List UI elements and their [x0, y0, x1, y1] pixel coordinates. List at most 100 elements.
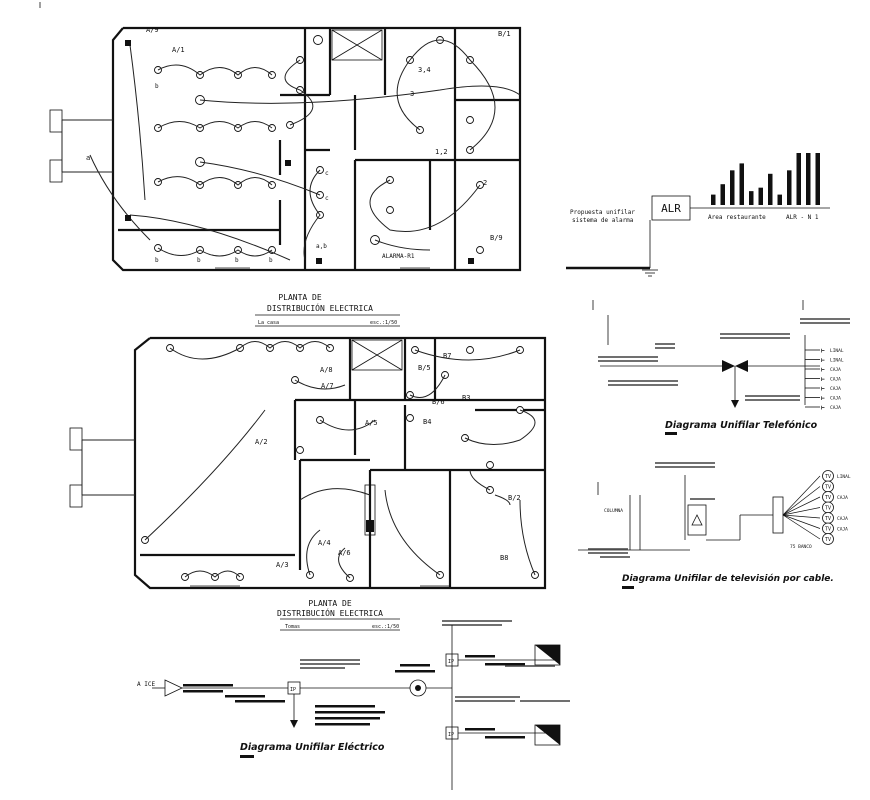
alarm-bar	[730, 170, 735, 205]
tv-outlet-side-label: CAJA	[837, 495, 848, 501]
tel-outlet-label: CAJA	[830, 377, 841, 383]
tv-outlet-wire	[782, 496, 821, 516]
tel-outlet-label: CAJA	[830, 405, 841, 411]
panel-label-3: IP	[448, 732, 454, 738]
tel-outlet-icon: ⊢	[821, 395, 825, 402]
label-c-2: c	[325, 195, 329, 202]
tv-outlet-side-label: LINAL	[837, 474, 851, 480]
label-c-1: c	[325, 170, 329, 177]
alarm-bars	[711, 153, 820, 205]
tv-outlet-wire	[782, 514, 821, 529]
tel-outlet-icon: ⊢	[821, 348, 825, 355]
plan-bottom-title: PLANTA DE	[308, 599, 352, 608]
label-2: 2	[483, 179, 487, 187]
label-b-3: b	[197, 257, 201, 264]
tel-outlet-icon: ⊢	[821, 376, 825, 383]
label-b5: B/5	[418, 364, 431, 372]
television-title: Diagrama Unifilar de televisión por cabl…	[622, 573, 834, 584]
ceiling-lights	[154, 35, 484, 254]
plan-top: A/9 A/1 B/1 3,4 3 1,2 2 B/9 a b b b b b …	[49, 26, 522, 327]
telefono-title: Diagrama Unifilar Telefónico	[665, 420, 818, 431]
panel-label-1: IP	[290, 687, 296, 693]
tv-outlet-icon	[822, 533, 834, 545]
plan-top-scale: esc.:1/50	[370, 320, 397, 326]
label-b-2: b	[155, 257, 159, 264]
tv-outlet-side-label: CAJA	[837, 516, 848, 522]
tv-outlet-wire	[782, 514, 821, 540]
tv-outlet-side-label: CAJA	[837, 527, 848, 533]
label-a1: A/1	[172, 46, 185, 54]
tv-outlet-wire	[782, 475, 821, 516]
tel-outlet-icon: ⊢	[821, 357, 825, 364]
alarm-bar	[711, 194, 716, 205]
alarm-bar	[749, 191, 754, 205]
tel-outlet-label: CAJA	[830, 386, 841, 392]
label-a3: A/3	[276, 561, 289, 569]
label-a6: A/6	[338, 549, 351, 557]
alarm-bar	[720, 184, 725, 205]
tv-outlets: TV LINAL TV TV CAJA TV TV CAJA TV CAJA TV	[782, 470, 851, 545]
plan-top-title: PLANTA DE	[278, 293, 322, 302]
alarm-bar	[758, 187, 763, 205]
tel-outlet-icon: ⊢	[821, 386, 825, 393]
label-b-4: b	[235, 257, 239, 264]
label-a7: A/7	[321, 382, 334, 390]
tv-outlet-label: TV	[825, 474, 831, 480]
tv-outlet-label: TV	[825, 506, 831, 512]
tel-outlet-label: LINAL	[830, 358, 844, 364]
alarm-caption-1: Propuesta unifilar	[570, 209, 635, 216]
plan-bottom-subtitle: DISTRIBUCIÓN ELECTRICA	[277, 607, 383, 618]
label-alarma: ALARMA-R1	[382, 253, 415, 260]
plan-bottom-scale: esc.:1/50	[372, 624, 399, 630]
label-b3: B3	[462, 394, 470, 402]
alarm-bar	[739, 163, 744, 205]
electrico-title: Diagrama Unifilar Eléctrico	[240, 742, 385, 753]
plan-bottom: A/8 B7 A/7 B/6 B/5 B3 A/5 B4 A/2 B/2 A/4…	[69, 336, 547, 631]
plan-bottom-left-caption: Tomas	[285, 624, 300, 630]
telefono-diagram: ⊢LINAL⊢LINAL⊢CAJA⊢CAJA⊢CAJA⊢CAJA⊢CAJA Di…	[592, 300, 850, 435]
plan-top-subtitle: DISTRIBUCIÓN ELECTRICA	[267, 302, 373, 313]
tel-outlet-icon: ⊢	[821, 405, 825, 412]
tv-outlet-label: TV	[825, 495, 831, 501]
alarm-bar	[777, 194, 782, 205]
tv-outlet-label: TV	[825, 537, 831, 543]
alarm-bar	[787, 170, 792, 205]
alarm-bar	[806, 153, 811, 205]
label-ab: a,b	[316, 243, 327, 250]
label-a5: A/5	[365, 419, 378, 427]
label-b2: B/2	[508, 494, 521, 502]
tv-column-label: COLUMNA	[604, 508, 623, 514]
tv-outlet-label: TV	[825, 516, 831, 522]
alarm-box-label: ALR	[661, 202, 681, 215]
tv-outlet-label: TV	[825, 527, 831, 533]
tv-outlet-wire	[782, 486, 821, 516]
alarm-bar	[768, 173, 773, 205]
tv-outlet-wire	[782, 507, 821, 516]
label-34: 3,4	[418, 66, 431, 74]
plan-top-left-caption: La casa	[258, 320, 279, 326]
outlets	[141, 344, 539, 582]
alarm-bar	[815, 153, 820, 205]
label-b4: B4	[423, 418, 431, 426]
label-b-5: b	[269, 257, 273, 264]
label-b-1: b	[155, 83, 159, 90]
alarm-caption-2: sistema de alarma	[572, 217, 634, 224]
tv-count-label: 75 BANCO	[790, 544, 812, 550]
alarm-diagram: ALR Propuesta unifilar sistema de alarma…	[566, 153, 830, 277]
tel-outlets: ⊢LINAL⊢LINAL⊢CAJA⊢CAJA⊢CAJA⊢CAJA⊢CAJA	[805, 348, 844, 412]
label-a2: A/2	[255, 438, 268, 446]
label-b9: B/9	[490, 234, 503, 242]
tel-outlet-label: LINAL	[830, 348, 844, 354]
label-3: 3	[410, 90, 414, 98]
label-b7: B7	[443, 352, 451, 360]
alarm-bar	[796, 153, 801, 205]
label-b8: B8	[500, 554, 508, 562]
electrico-source-label: A ICE	[137, 681, 155, 688]
label-a: a	[86, 154, 90, 162]
label-a9: A/9	[146, 26, 159, 34]
tel-outlet-label: CAJA	[830, 396, 841, 402]
tv-outlet-label: TV	[825, 485, 831, 491]
electrico-diagram: A ICE IP IP IP	[137, 620, 570, 790]
